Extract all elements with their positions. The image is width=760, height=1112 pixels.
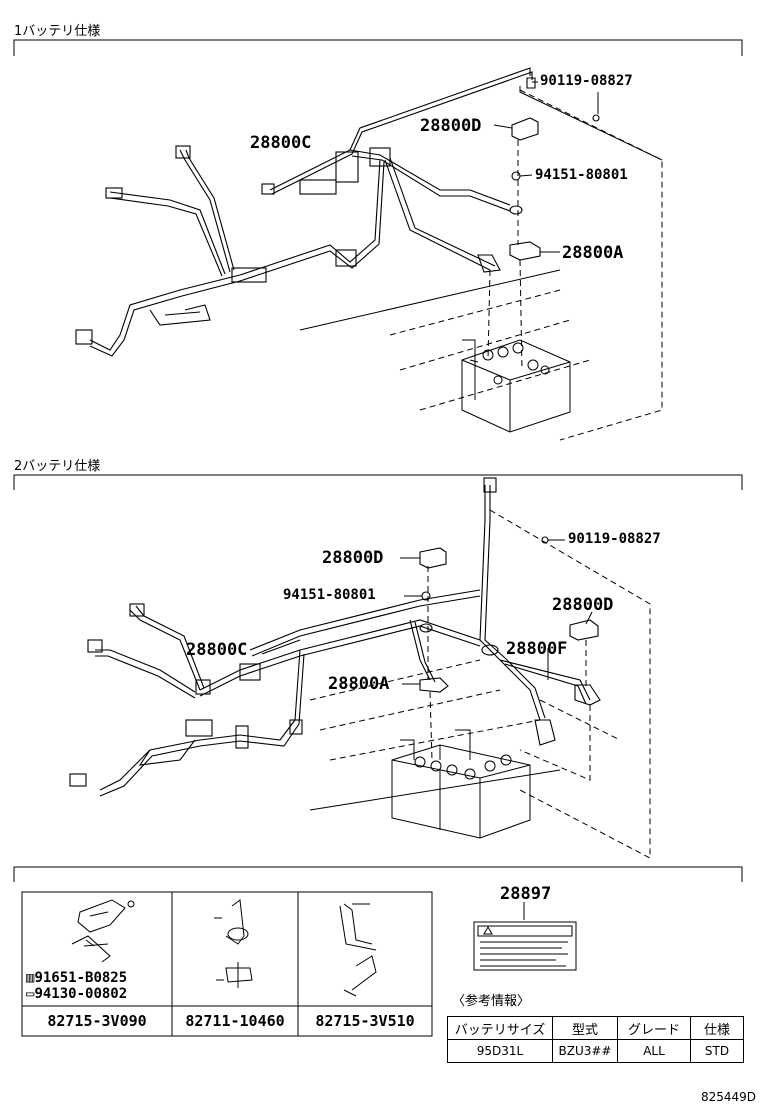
clamp-sketch-2 (214, 899, 253, 988)
reference-cell-spec: STD (690, 1039, 744, 1063)
frame-lines-top (299, 86, 663, 331)
leader-lines-top (493, 81, 599, 253)
clamp-sketch-1 (71, 899, 135, 963)
clamp-subpart-b: ▭94130-00802 (26, 986, 128, 1002)
reference-table: バッテリサイズ 型式 グレード 仕様 95D31L BZU3## ALL STD (447, 1016, 744, 1063)
harness-top (75, 67, 600, 357)
reference-title: 〈参考情報〉 (452, 994, 531, 1009)
part-label-nut-bottom: 94151-80801 (283, 587, 376, 603)
part-label-warning-label: 28897 (500, 884, 552, 904)
section-title-one-battery: 1バッテリ仕様 (14, 24, 101, 39)
frame-lines-bottom (309, 769, 561, 811)
section-frame-bottom (13, 866, 743, 882)
part-label-terminal-d-bottom-left: 28800D (322, 548, 384, 568)
part-label-harness-c-bottom: 28800C (186, 640, 248, 660)
clamp-part-1: 82715-3V090 (47, 1012, 147, 1030)
section-title-two-battery: 2バッテリ仕様 (14, 459, 101, 474)
bolt-icon: ▥ (26, 970, 35, 986)
dashed-leaders-top (389, 89, 663, 441)
part-label-bolt-bottom: 90119-08827 (568, 531, 661, 547)
part-label-terminal-d-bottom-right: 28800D (552, 595, 614, 615)
part-label-bolt-top: 90119-08827 (540, 73, 633, 89)
reference-header-size: バッテリサイズ (447, 1016, 553, 1040)
reference-data-row: 95D31L BZU3## ALL STD (447, 1039, 744, 1063)
reference-header-row: バッテリサイズ 型式 グレード 仕様 (447, 1016, 744, 1040)
reference-cell-model: BZU3## (552, 1039, 618, 1063)
reference-header-grade: グレード (617, 1016, 691, 1040)
dashed-leaders-bottom (309, 509, 651, 859)
clamp-part-2: 82711-10460 (185, 1012, 285, 1030)
battery-top (461, 339, 571, 433)
harness-bottom (69, 477, 601, 797)
part-label-terminal-a-bottom: 28800A (328, 674, 390, 694)
reference-header-model: 型式 (552, 1016, 618, 1040)
document-id: 825449D (700, 1090, 756, 1104)
part-label-harness-c-top: 28800C (250, 133, 312, 153)
clamp-table-frame (21, 891, 433, 1037)
part-label-harness-f-bottom: 28800F (506, 639, 568, 659)
part-label-nut-top: 94151-80801 (535, 167, 628, 183)
reference-header-spec: 仕様 (690, 1016, 744, 1040)
reference-cell-size: 95D31L (447, 1039, 553, 1063)
washer-icon: ▭ (26, 986, 35, 1002)
battery-warning-label (473, 902, 577, 971)
section-frame-middle (13, 474, 743, 490)
clamp-subpart-a: ▥91651-B0825 (26, 970, 128, 986)
clamp-part-3: 82715-3V510 (315, 1012, 415, 1030)
section-frame-top (13, 39, 743, 56)
reference-cell-grade: ALL (617, 1039, 691, 1063)
leader-lines-bottom (261, 539, 593, 685)
part-label-terminal-a-top: 28800A (562, 243, 624, 263)
clamp-sketch-3 (339, 903, 377, 997)
part-label-terminal-d-top: 28800D (420, 116, 482, 136)
battery-bottom (391, 729, 531, 839)
